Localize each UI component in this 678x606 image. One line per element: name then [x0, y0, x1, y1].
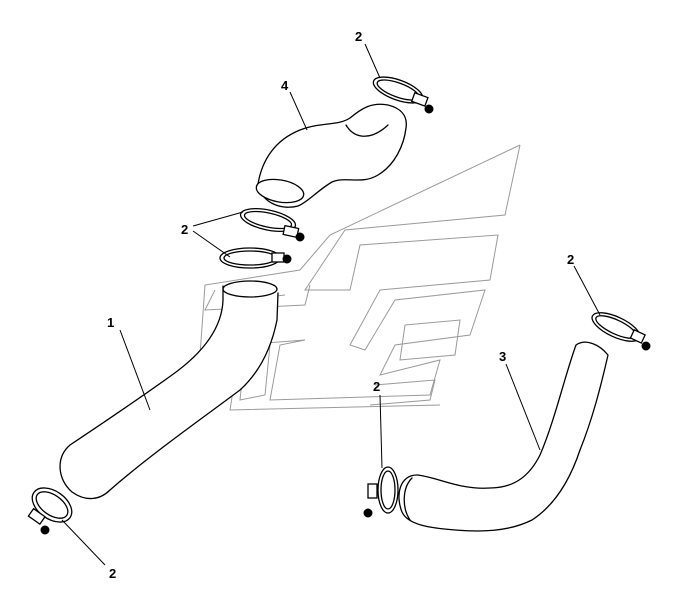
clamp-middle-lower — [219, 247, 292, 269]
callout-4: 4 — [281, 78, 289, 93]
callout-2-middle: 2 — [373, 379, 380, 394]
callout-labels: 2 4 2 1 2 3 2 2 — [107, 29, 574, 581]
clamp-middle-bottom — [363, 466, 399, 518]
hose-part-4 — [255, 103, 407, 208]
clamp-middle-upper — [239, 207, 305, 242]
clamp-right — [591, 312, 651, 351]
callout-2-bottom: 2 — [109, 566, 116, 581]
callout-2-top: 2 — [355, 29, 362, 44]
hose-part-3 — [398, 341, 609, 532]
clamp-bottom-left — [27, 487, 73, 535]
callout-2-right: 2 — [567, 252, 574, 267]
callout-2-left: 2 — [181, 222, 188, 237]
hose-part-1 — [59, 280, 279, 500]
leader-lines — [61, 43, 601, 566]
callout-1: 1 — [107, 315, 114, 330]
clamp-top — [372, 76, 434, 114]
callout-3: 3 — [499, 349, 506, 364]
